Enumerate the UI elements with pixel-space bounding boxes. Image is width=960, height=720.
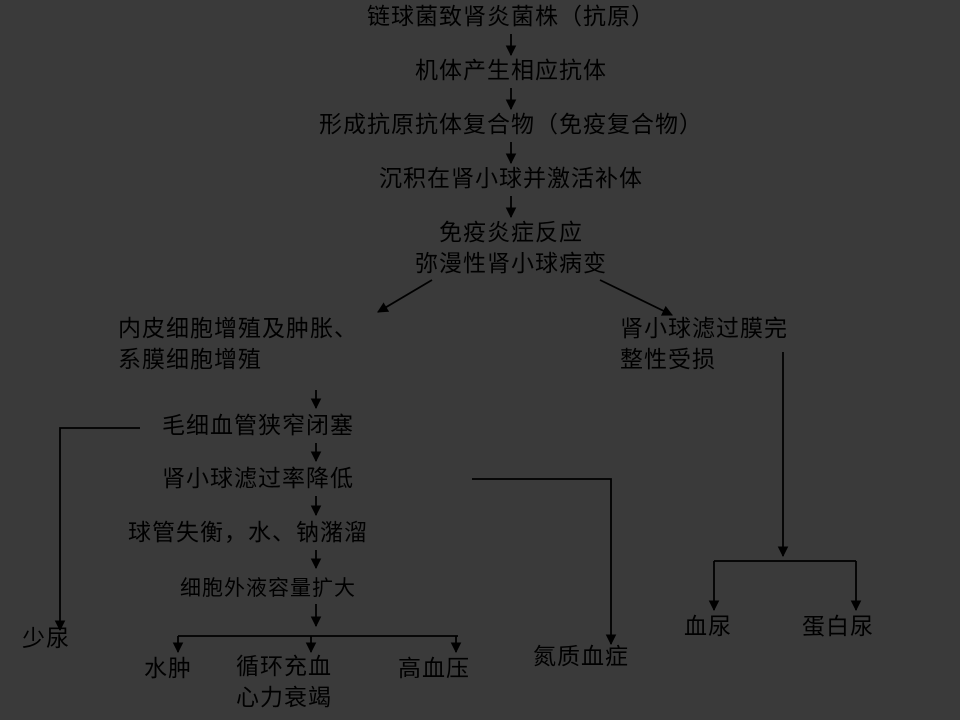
node-hypertension: 高血压 bbox=[398, 654, 470, 685]
node-hypertension-text: 高血压 bbox=[398, 656, 470, 682]
node-antigen-text: 链球菌致肾炎菌株（抗原） bbox=[367, 4, 655, 30]
arrow-to-membrane bbox=[599, 279, 673, 316]
node-ecf-text: 细胞外液容量扩大 bbox=[180, 576, 356, 600]
node-antibody-text: 机体产生相应抗体 bbox=[415, 58, 607, 84]
node-proteinuria: 蛋白尿 bbox=[802, 612, 874, 643]
node-deposit-text: 沉积在肾小球并激活补体 bbox=[379, 166, 643, 192]
arrow-to-endothelial bbox=[377, 279, 433, 313]
node-immune-complex-text: 形成抗原抗体复合物（免疫复合物） bbox=[319, 112, 703, 138]
node-hematuria-text: 血尿 bbox=[684, 614, 732, 640]
node-azotemia: 氮质血症 bbox=[533, 642, 629, 673]
node-inflammation-line-1: 免疫炎症反应 bbox=[439, 220, 583, 246]
node-circulation-line-1: 循环充血 bbox=[236, 654, 332, 680]
connector-capillary-oliguria bbox=[54, 427, 140, 632]
node-circulation-line-2: 心力衰竭 bbox=[236, 685, 332, 711]
node-antigen: 链球菌致肾炎菌株（抗原） bbox=[367, 2, 655, 33]
connector-gfr-azotemia bbox=[472, 478, 617, 646]
node-capillary-occlusion: 毛细血管狭窄闭塞 bbox=[162, 411, 354, 442]
node-inflammation: 免疫炎症反应 弥漫性肾小球病变 bbox=[415, 218, 607, 280]
node-endothelial-line-2: 系膜细胞增殖 bbox=[118, 347, 262, 373]
node-membrane-line-2: 整性受损 bbox=[620, 347, 716, 373]
node-immune-complex: 形成抗原抗体复合物（免疫复合物） bbox=[319, 110, 703, 141]
node-gfr-decrease: 肾小球滤过率降低 bbox=[162, 464, 354, 495]
node-capillary-text: 毛细血管狭窄闭塞 bbox=[162, 413, 354, 439]
node-membrane-line-1: 肾小球滤过膜完 bbox=[620, 316, 788, 342]
node-tubular-imbalance: 球管失衡，水、钠潴溜 bbox=[128, 518, 368, 549]
node-hematuria: 血尿 bbox=[684, 612, 732, 643]
node-edema-text: 水肿 bbox=[144, 656, 192, 682]
node-membrane-damage: 肾小球滤过膜完 整性受损 bbox=[620, 314, 788, 376]
node-inflammation-line-2: 弥漫性肾小球病变 bbox=[415, 251, 607, 277]
node-proteinuria-text: 蛋白尿 bbox=[802, 614, 874, 640]
node-azotemia-text: 氮质血症 bbox=[533, 644, 629, 670]
node-circulatory-congestion: 循环充血 心力衰竭 bbox=[236, 652, 332, 714]
node-gfr-text: 肾小球滤过率降低 bbox=[162, 466, 354, 492]
node-edema: 水肿 bbox=[144, 654, 192, 685]
node-oliguria-text: 少尿 bbox=[22, 626, 70, 652]
node-antibody: 机体产生相应抗体 bbox=[415, 56, 607, 87]
node-endothelial-line-1: 内皮细胞增殖及肿胀、 bbox=[118, 316, 358, 342]
node-imbalance-text: 球管失衡，水、钠潴溜 bbox=[128, 520, 368, 546]
node-ecf-expansion: 细胞外液容量扩大 bbox=[180, 574, 356, 602]
node-endothelial-proliferation: 内皮细胞增殖及肿胀、 系膜细胞增殖 bbox=[118, 314, 358, 376]
node-oliguria: 少尿 bbox=[22, 624, 70, 655]
node-deposit: 沉积在肾小球并激活补体 bbox=[379, 164, 643, 195]
